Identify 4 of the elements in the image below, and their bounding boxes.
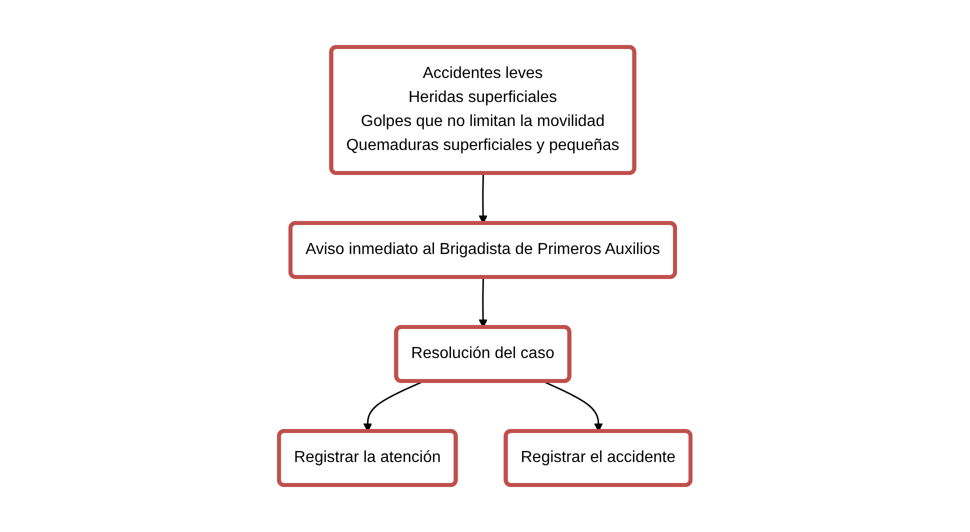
arrow (364, 380, 424, 432)
arrow (543, 380, 604, 432)
arrow (478, 173, 488, 224)
arrow (478, 277, 488, 328)
